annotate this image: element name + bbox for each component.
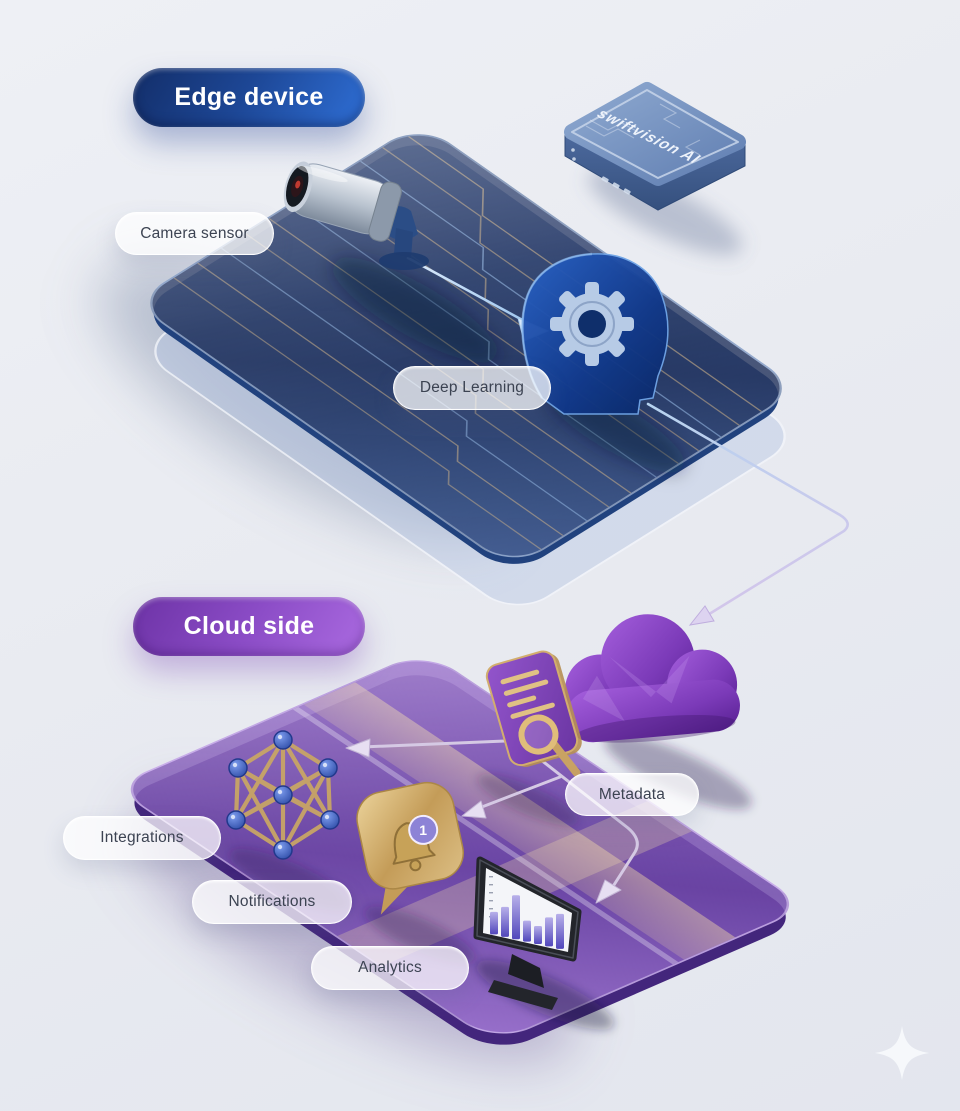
camera-sensor-label: Camera sensor [115, 212, 274, 255]
analytics-label-text: Analytics [358, 959, 422, 976]
deep-learning-label-text: Deep Learning [419, 379, 525, 396]
analytics-bar [523, 920, 531, 942]
edge-device-box: swiftvision AI [564, 82, 746, 211]
metadata-document-icon [485, 650, 582, 777]
analytics-bar [545, 917, 553, 947]
svg-text:1: 1 [419, 822, 427, 838]
analytics-bar [501, 906, 509, 937]
analytics-bar [490, 911, 498, 935]
edge-device-title-label: Edge device [174, 83, 324, 111]
document-lines [500, 669, 555, 719]
analytics-bar [534, 926, 542, 945]
integrations-label: Integrations [63, 816, 221, 860]
analytics-bars [490, 895, 564, 949]
analytics-bar [512, 895, 520, 940]
analytics-monitor-icon [473, 856, 582, 1010]
box-circuit-lines [585, 103, 701, 156]
bell-icon [392, 822, 436, 872]
deep-learning-label: Deep Learning [393, 366, 551, 410]
metadata-label: Metadata [565, 773, 699, 816]
sparkle-icon [875, 1026, 929, 1080]
notification-badge: 1 [408, 814, 439, 845]
arrow-network-cloud-side [345, 738, 639, 904]
notifications-bubble-icon: 1 [356, 781, 464, 915]
cloud-side-title: Cloud side [133, 597, 365, 656]
magnifier-icon [518, 714, 581, 777]
analytics-bar [556, 913, 564, 949]
arrow-deeplearning-to-cloud [646, 402, 849, 626]
metadata-label-text: Metadata [598, 785, 666, 803]
integrations-network-icon [226, 730, 340, 860]
integrations-label-text: Integrations [100, 829, 184, 846]
camera-sensor-label-text: Camera sensor [140, 224, 249, 242]
cloud-icon [565, 614, 740, 743]
analytics-label: Analytics [311, 946, 469, 990]
camera-icon [283, 161, 429, 270]
network-nodes [226, 730, 340, 860]
box-ports [571, 148, 631, 195]
cloud-side-title-label: Cloud side [183, 612, 315, 640]
gear-icon [550, 282, 634, 366]
deep-learning-head-icon [521, 252, 669, 415]
notifications-label: Notifications [192, 880, 352, 924]
notifications-label-text: Notifications [228, 893, 316, 910]
edge-device-title: Edge device [133, 68, 365, 127]
